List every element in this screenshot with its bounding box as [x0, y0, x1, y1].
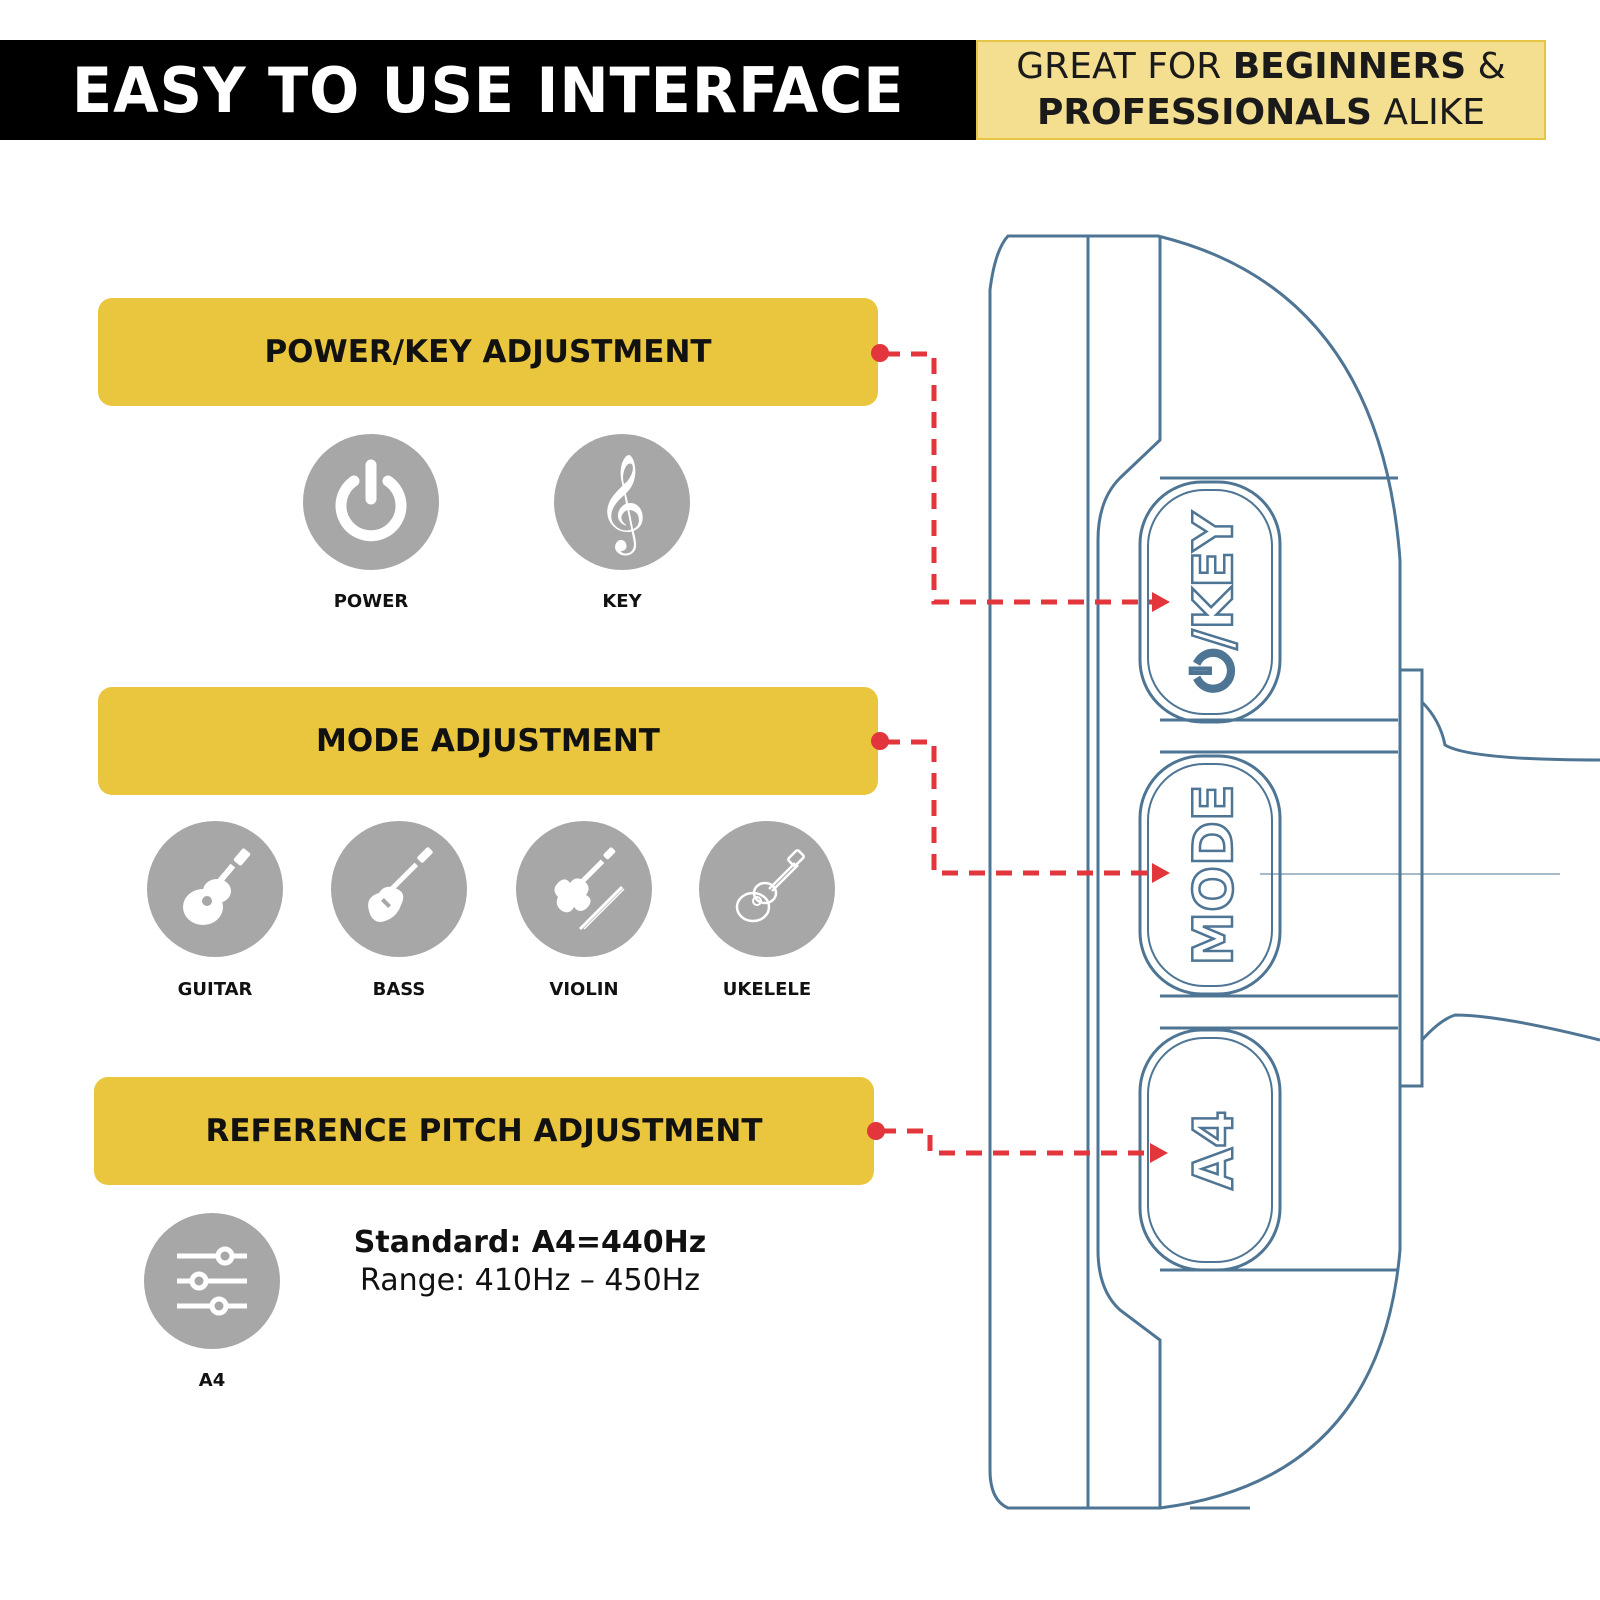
mode-connector [884, 739, 1160, 876]
tagline-line-2: PROFESSIONALS ALIKE [1037, 90, 1485, 136]
mode-banner: MODE ADJUSTMENT [98, 687, 878, 795]
tagline-line-1: GREAT FOR BEGINNERS & [1016, 44, 1505, 90]
tagline-bold: BEGINNERS [1232, 46, 1467, 87]
bass-mode-icon [331, 821, 467, 957]
device-inner-ridge [1096, 236, 1162, 1508]
page-title: EASY TO USE INTERFACE [71, 53, 905, 127]
violin-label: VIOLIN [549, 979, 619, 1000]
key-label: KEY [602, 591, 642, 612]
header-tagline: GREAT FOR BEGINNERS & PROFESSIONALS ALIK… [976, 40, 1546, 140]
device-a4-button-text: A4 [1182, 1110, 1245, 1189]
a4-button-icon [144, 1213, 280, 1349]
power-key-connector [884, 351, 1160, 605]
mode-connector-dot [871, 732, 889, 750]
device-cable [1420, 700, 1600, 762]
power-key-connector-dot [871, 344, 889, 362]
ukulele-mode-icon [699, 821, 835, 957]
power-label: POWER [333, 591, 409, 612]
bass-label: BASS [372, 979, 426, 1000]
key-button-icon: 𝄞 [554, 434, 690, 570]
ukulele-icon [735, 849, 805, 923]
pitch-standard: Standard: A4=440Hz [353, 1225, 707, 1260]
tagline-text: ALIKE [1371, 92, 1486, 133]
power-key-arrow [1152, 592, 1170, 612]
guitar-icon [183, 848, 251, 925]
tagline-text: & [1466, 46, 1506, 87]
guitar-label: GUITAR [177, 979, 253, 1000]
device-key-button-text: ⏻/KEY [1182, 511, 1245, 692]
violin-icon [554, 847, 625, 931]
bass-icon [368, 847, 433, 922]
treble-clef-icon: 𝄞 [597, 453, 647, 551]
pitch-info: Standard: A4=440Hz Range: 410Hz – 450Hz [330, 1224, 730, 1300]
a4-label: A4 [198, 1370, 226, 1391]
device-mode-button-text: MODE [1182, 784, 1245, 965]
reference-pitch-banner: REFERENCE PITCH ADJUSTMENT [94, 1077, 874, 1185]
pitch-range: Range: 410Hz – 450Hz [360, 1263, 700, 1298]
pitch-connector-dot [867, 1122, 885, 1140]
device-clamp [1398, 668, 1424, 1088]
power-key-button-outline [1138, 480, 1282, 724]
device-body-outline [988, 234, 1402, 1510]
header-title-bar: EASY TO USE INTERFACE [0, 40, 976, 140]
pitch-connector [880, 1128, 1160, 1156]
power-button-icon [303, 434, 439, 570]
sliders-icon [177, 1246, 247, 1316]
pitch-arrow [1150, 1143, 1168, 1163]
a4-button-outline [1138, 1028, 1282, 1272]
guitar-mode-icon [147, 821, 283, 957]
ukulele-label: UKELELE [722, 979, 812, 1000]
power-key-banner: POWER/KEY ADJUSTMENT [98, 298, 878, 406]
power-icon [335, 459, 407, 542]
mode-arrow [1152, 863, 1170, 883]
tagline-text: GREAT FOR [1016, 46, 1233, 87]
tagline-bold: PROFESSIONALS [1036, 92, 1372, 133]
violin-mode-icon [516, 821, 652, 957]
